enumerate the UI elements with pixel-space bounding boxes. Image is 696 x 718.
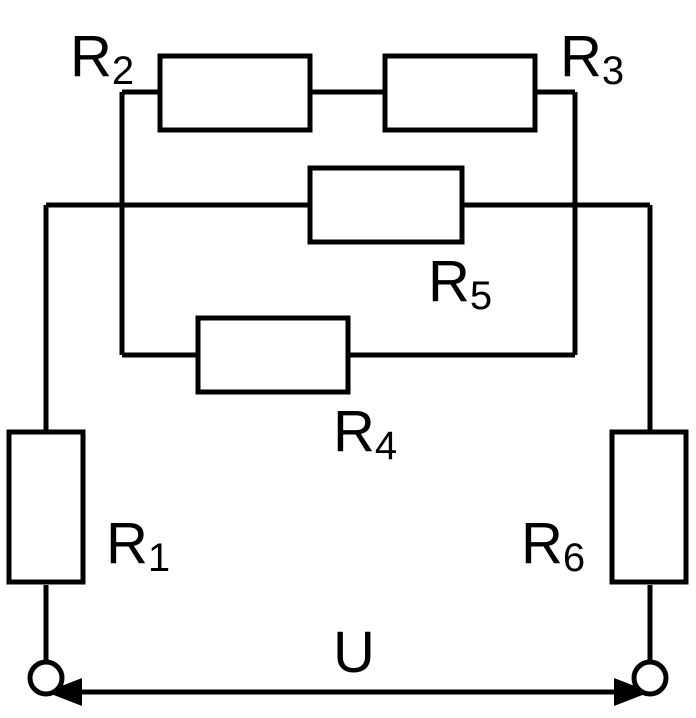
wires	[43, 89, 653, 660]
arrowhead-left	[46, 678, 82, 706]
label-r6: R6	[521, 511, 585, 580]
resistor-r1-body	[6, 429, 86, 585]
resistor-r4-body	[195, 315, 351, 395]
resistor-r2-body	[157, 53, 313, 133]
label-r1: R1	[106, 511, 170, 580]
resistor-r3-body	[382, 53, 538, 133]
label-voltage: U	[333, 620, 375, 685]
label-r4: R4	[333, 399, 397, 468]
resistor-r6-body	[609, 429, 689, 585]
voltage-arrow	[46, 678, 650, 706]
terminal-left	[27, 659, 65, 697]
label-r3: R3	[560, 24, 624, 93]
label-r5: R5	[428, 249, 492, 318]
label-r2: R2	[70, 24, 134, 93]
resistor-r5-body	[307, 165, 465, 245]
terminal-right	[631, 659, 669, 697]
arrowhead-right	[614, 678, 650, 706]
